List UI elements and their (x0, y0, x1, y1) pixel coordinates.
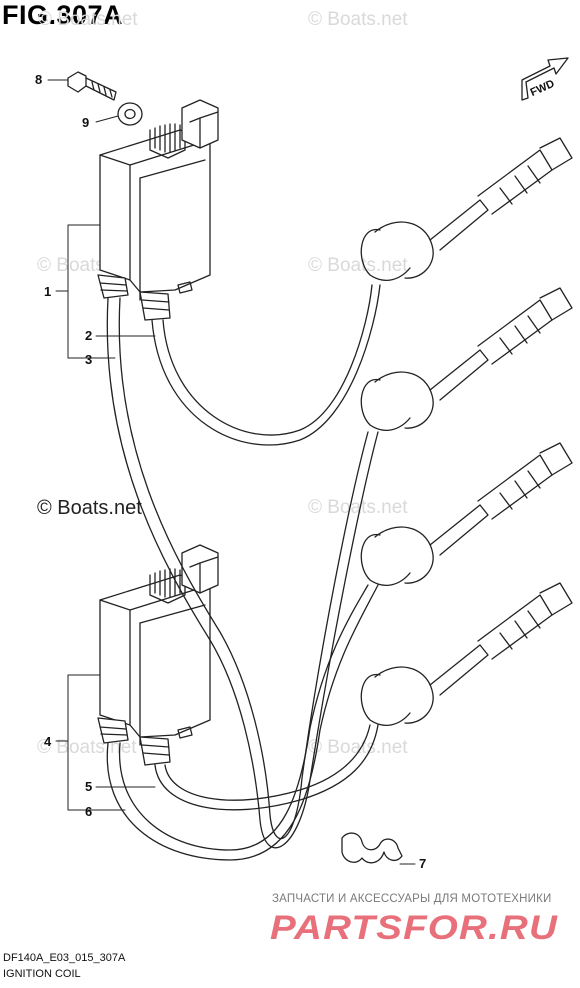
bolt-part (67, 71, 117, 101)
brand-logo-text: PARTSFOR.RU (270, 909, 559, 944)
callout-9: 9 (82, 115, 90, 130)
watermark: © Boats.net (308, 497, 408, 518)
callout-4: 4 (44, 734, 52, 749)
plug-cap-4 (360, 582, 573, 726)
lead-lower-short (154, 724, 379, 811)
callout-5: 5 (85, 779, 93, 794)
callout-2: 2 (85, 328, 93, 343)
clip-part (341, 832, 403, 864)
callout-7: 7 (419, 856, 427, 871)
plug-cap-1 (360, 137, 573, 281)
lower-coil (97, 544, 219, 766)
figure-caption: IGNITION COIL (3, 968, 81, 980)
plug-cap-2 (360, 287, 573, 431)
watermark: © Boats.net (308, 9, 408, 30)
callout-8: 8 (35, 72, 43, 87)
lead-upper-long (106, 297, 379, 849)
callout-1: 1 (44, 284, 52, 299)
callout-leaders (47, 79, 416, 865)
washer-part (117, 102, 143, 126)
upper-coil (97, 99, 219, 321)
watermark: © Boats.net (308, 737, 408, 758)
lead-lower-long (106, 584, 379, 861)
lead-upper-short (151, 284, 381, 446)
figure-title: FIG.307A (2, 0, 124, 30)
callout-6: 6 (85, 804, 93, 819)
watermark: © Boats.net (38, 9, 138, 30)
brand-tagline: ЗАПЧАСТИ И АКСЕССУАРЫ ДЛЯ МОТОТЕХНИКИ (272, 893, 552, 905)
fwd-label: FWD (529, 78, 557, 99)
callout-3: 3 (85, 352, 93, 367)
watermark: © Boats.net (308, 255, 408, 276)
fwd-arrow-icon: FWD (521, 57, 569, 101)
figure-code: DF140A_E03_015_307A (3, 952, 126, 964)
brand-logo: PARTSFOR.RU (270, 909, 559, 944)
watermark-dark: © Boats.net (37, 497, 142, 519)
plug-cap-3 (360, 442, 573, 586)
